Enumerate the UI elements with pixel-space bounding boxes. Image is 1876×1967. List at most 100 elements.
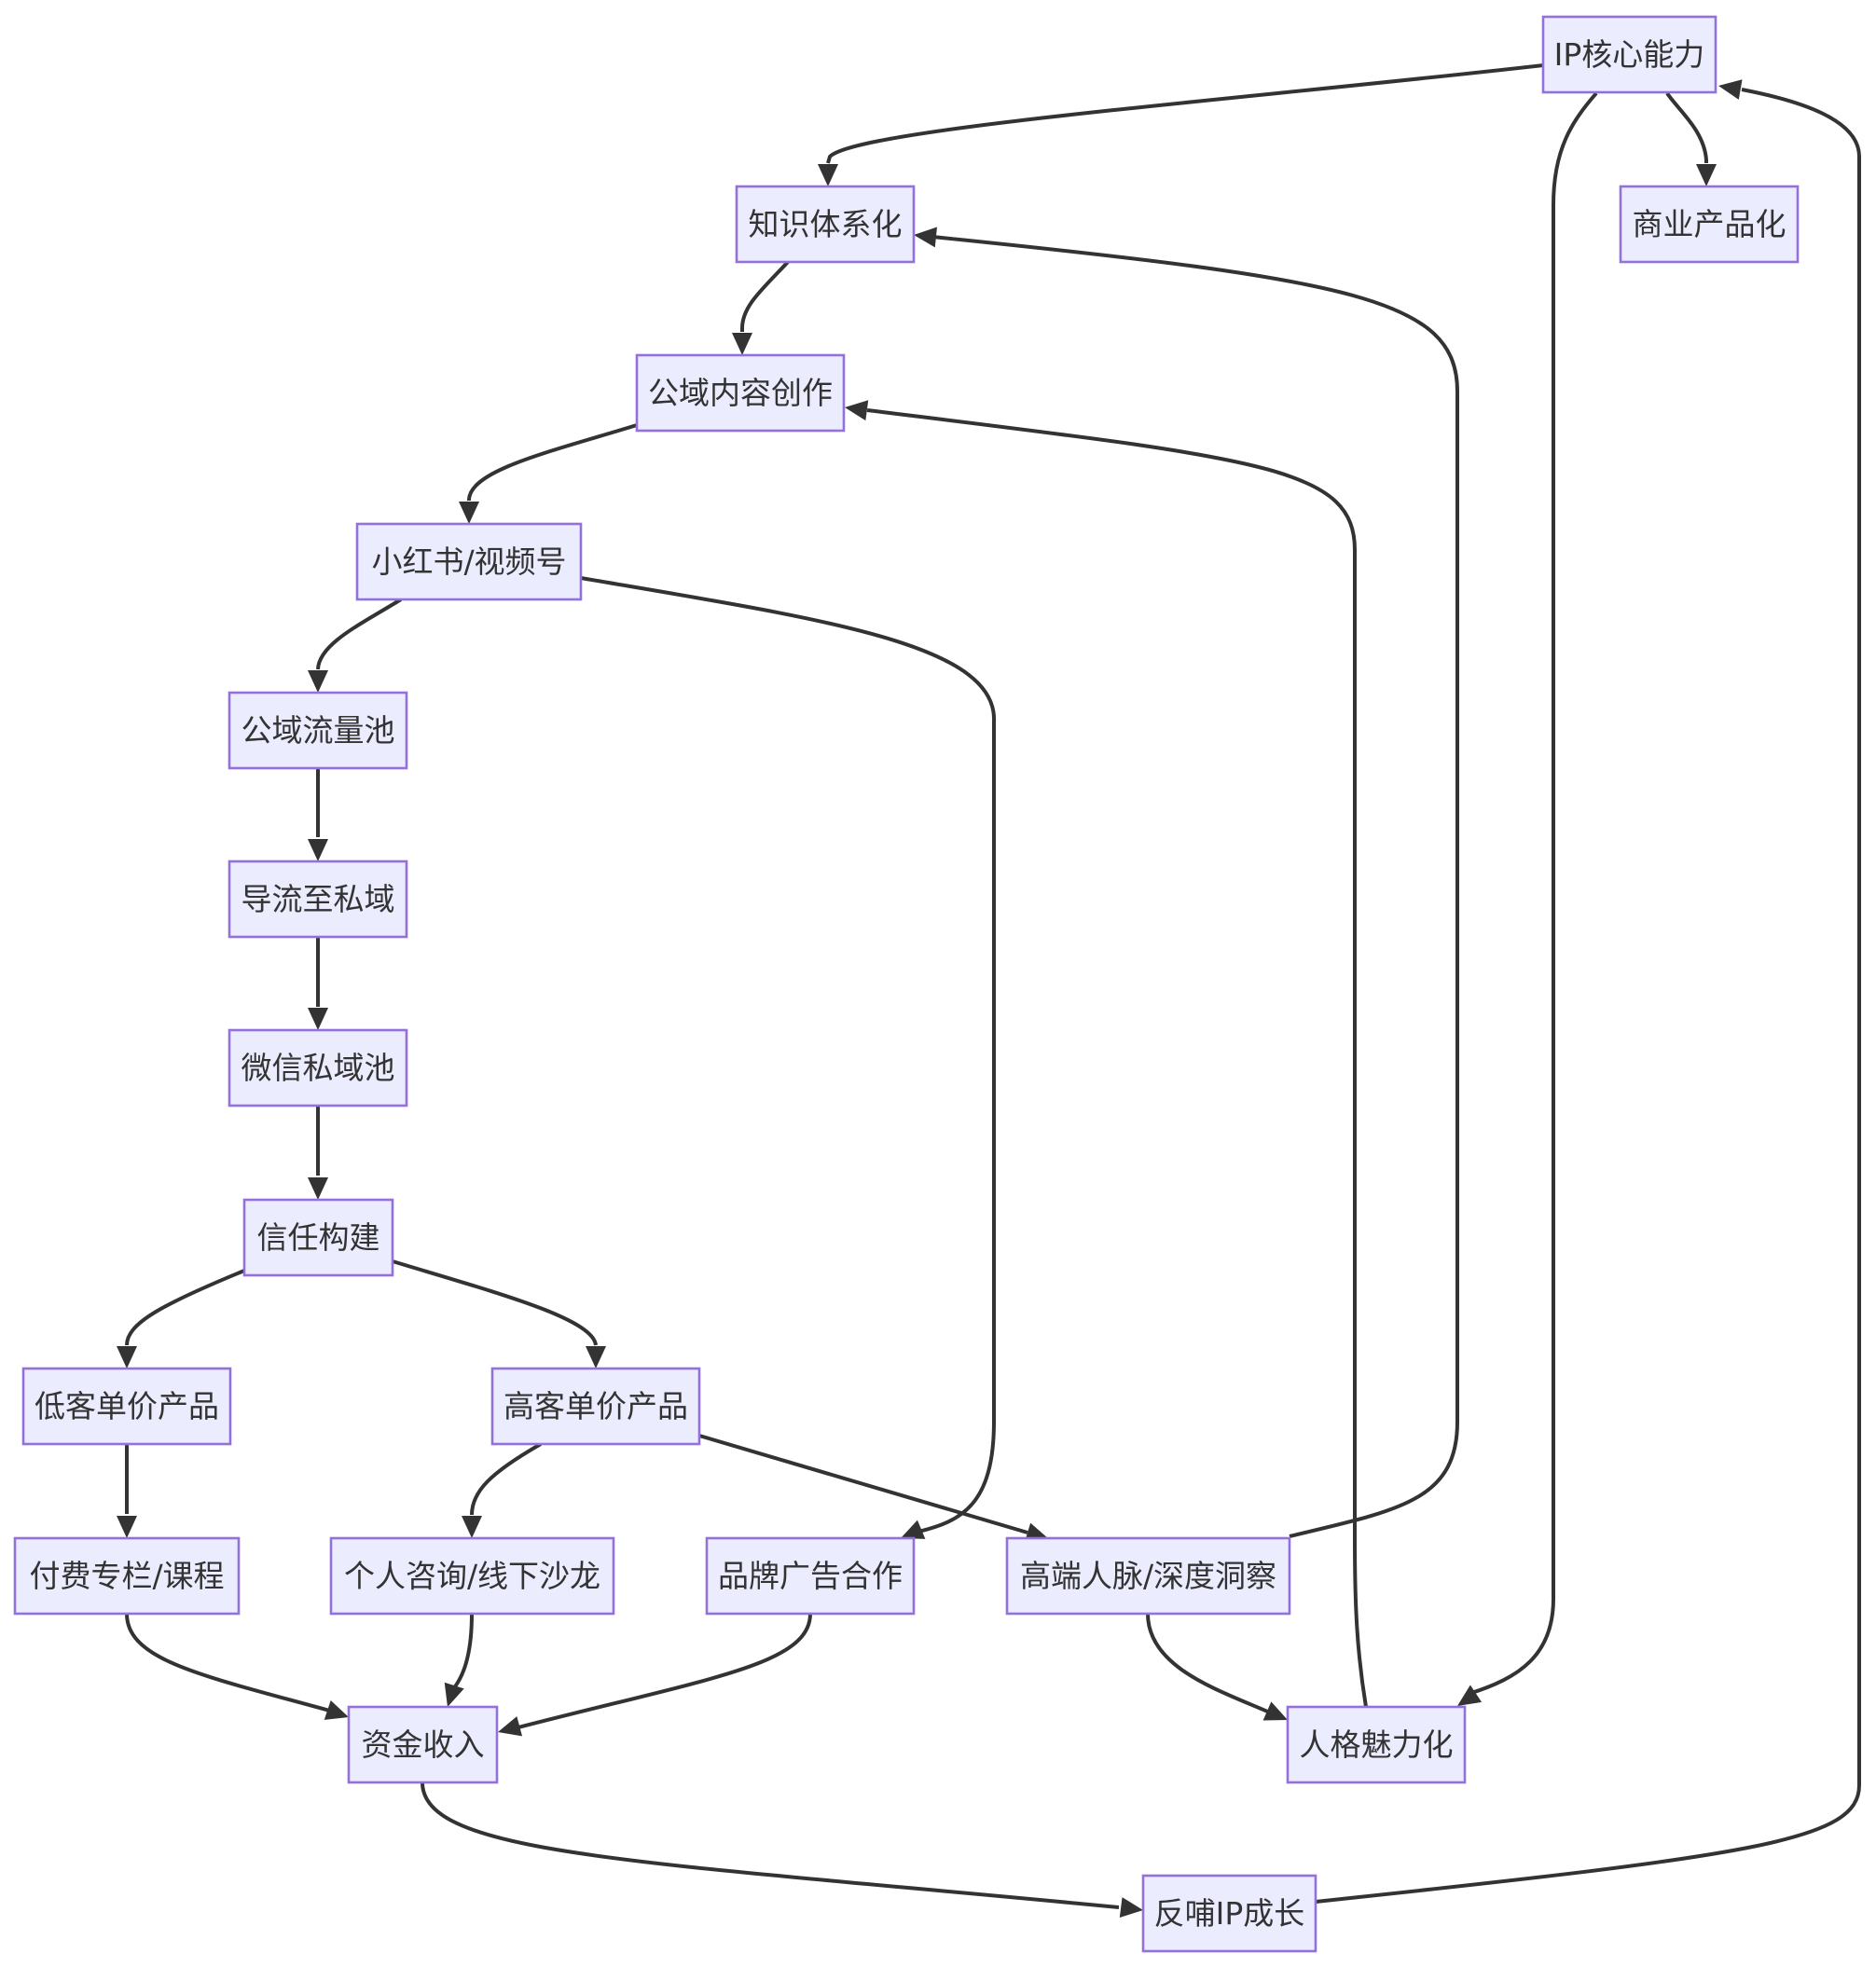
edge-line <box>449 1613 474 1694</box>
edge-line <box>1665 91 1708 163</box>
arrow-head-icon <box>901 1520 926 1539</box>
node-public-pool[interactable]: 公域流量池 <box>228 691 408 770</box>
node-label: 资金收入 <box>362 1726 485 1763</box>
edge-knowledge-to-public-content <box>732 260 790 355</box>
node-box <box>635 353 846 433</box>
edge-network-to-charisma <box>1146 1613 1288 1721</box>
node-box <box>347 1705 499 1784</box>
edge-line <box>316 598 403 670</box>
node-box <box>1541 15 1717 94</box>
node-box <box>355 522 583 601</box>
node-commercial[interactable]: 商业产品化 <box>1619 185 1800 264</box>
edge-guide-private-to-wechat-pool <box>308 937 328 1030</box>
arrow-head-icon <box>324 1699 349 1720</box>
node-box <box>228 691 408 770</box>
node-charisma[interactable]: 人格魅力化 <box>1286 1705 1467 1784</box>
arrow-head-icon <box>1119 1897 1143 1918</box>
node-public-content[interactable]: 公域内容创作 <box>635 353 846 433</box>
node-brand-ad[interactable]: 品牌广告合作 <box>705 1536 916 1616</box>
node-label: 公域流量池 <box>241 712 395 749</box>
node-trust[interactable]: 信任构建 <box>242 1198 394 1277</box>
edge-trust-to-low-price <box>117 1269 245 1369</box>
edge-line <box>125 1269 245 1346</box>
edge-line <box>698 1434 1028 1534</box>
node-label: 微信私域池 <box>241 1050 395 1086</box>
node-label: 个人咨询/线下沙龙 <box>344 1558 600 1594</box>
node-label: 商业产品化 <box>1633 206 1786 242</box>
node-label: 品牌广告合作 <box>718 1558 903 1594</box>
edge-high-price-to-network <box>698 1434 1049 1543</box>
arrow-head-icon <box>1696 164 1717 186</box>
arrow-head-icon <box>308 839 328 861</box>
arrow-head-icon <box>1457 1685 1483 1706</box>
node-label: 付费专栏/课程 <box>29 1558 224 1594</box>
edge-line <box>866 408 1368 1708</box>
arrow-head-icon <box>444 1682 464 1707</box>
edge-brand-ad-to-funds <box>498 1613 812 1737</box>
arrow-head-icon <box>459 502 479 524</box>
edge-feedback-to-ip-core <box>1315 79 1861 1904</box>
edge-line <box>1315 88 1861 1904</box>
node-feedback[interactable]: 反哺IP成长 <box>1141 1874 1317 1953</box>
edge-line <box>1468 91 1598 1696</box>
edge-line <box>470 1442 542 1516</box>
node-box <box>1286 1705 1467 1784</box>
arrow-head-icon <box>308 670 328 693</box>
node-label: 导流至私域 <box>241 881 395 917</box>
edge-consult-to-funds <box>444 1613 474 1707</box>
arrow-head-icon <box>117 1346 137 1369</box>
edge-line <box>826 63 1544 164</box>
edge-low-price-to-paid-course <box>117 1444 137 1538</box>
node-box <box>21 1367 232 1446</box>
edge-network-to-knowledge <box>914 227 1459 1538</box>
node-box <box>1619 185 1800 264</box>
edge-line <box>1146 1613 1273 1715</box>
node-network[interactable]: 高端人脉/深度洞察 <box>1005 1536 1291 1616</box>
edges-layer <box>117 63 1861 1918</box>
arrow-head-icon <box>732 333 752 355</box>
node-box <box>242 1198 394 1277</box>
node-label: 小红书/视频号 <box>371 543 566 580</box>
arrow-head-icon <box>914 227 937 248</box>
edge-line <box>931 235 1459 1538</box>
node-label: 公域内容创作 <box>648 375 833 411</box>
node-label: 人格魅力化 <box>1300 1726 1454 1763</box>
edge-funds-to-feedback <box>421 1781 1143 1918</box>
arrow-head-icon <box>462 1516 482 1538</box>
node-paid-course[interactable]: 付费专栏/课程 <box>13 1536 241 1616</box>
node-box <box>228 1028 408 1107</box>
edge-line <box>392 1259 598 1346</box>
edge-trust-to-high-price <box>392 1259 606 1369</box>
node-high-price[interactable]: 高客单价产品 <box>490 1367 701 1446</box>
node-box <box>1005 1536 1291 1616</box>
node-label: 高客单价产品 <box>503 1388 688 1424</box>
node-guide-private[interactable]: 导流至私域 <box>228 860 408 939</box>
node-wechat-pool[interactable]: 微信私域池 <box>228 1028 408 1107</box>
node-box <box>705 1536 916 1616</box>
node-low-price[interactable]: 低客单价产品 <box>21 1367 232 1446</box>
node-box <box>13 1536 241 1616</box>
edge-public-pool-to-guide-private <box>308 768 328 861</box>
node-consult[interactable]: 个人咨询/线下沙龙 <box>329 1536 615 1616</box>
edge-wechat-pool-to-trust <box>308 1106 328 1200</box>
node-ip-core[interactable]: IP核心能力 <box>1541 15 1717 94</box>
node-box <box>1141 1874 1317 1953</box>
edge-line <box>125 1613 334 1713</box>
arrow-head-icon <box>308 1177 328 1200</box>
edge-line <box>514 1613 812 1730</box>
arrow-head-icon <box>1262 1701 1288 1721</box>
arrow-head-icon <box>845 400 869 421</box>
node-box <box>228 860 408 939</box>
arrow-head-icon <box>308 1008 328 1030</box>
edge-paid-course-to-funds <box>125 1613 349 1720</box>
edge-ip-core-to-charisma <box>1457 91 1598 1706</box>
node-funds[interactable]: 资金收入 <box>347 1705 499 1784</box>
node-label: 知识体系化 <box>749 206 903 242</box>
node-xhs[interactable]: 小红书/视频号 <box>355 522 583 601</box>
edge-line <box>580 576 997 1534</box>
edge-ip-core-to-commercial <box>1665 91 1717 186</box>
node-label: 反哺IP成长 <box>1154 1895 1305 1932</box>
node-knowledge[interactable]: 知识体系化 <box>735 185 916 264</box>
